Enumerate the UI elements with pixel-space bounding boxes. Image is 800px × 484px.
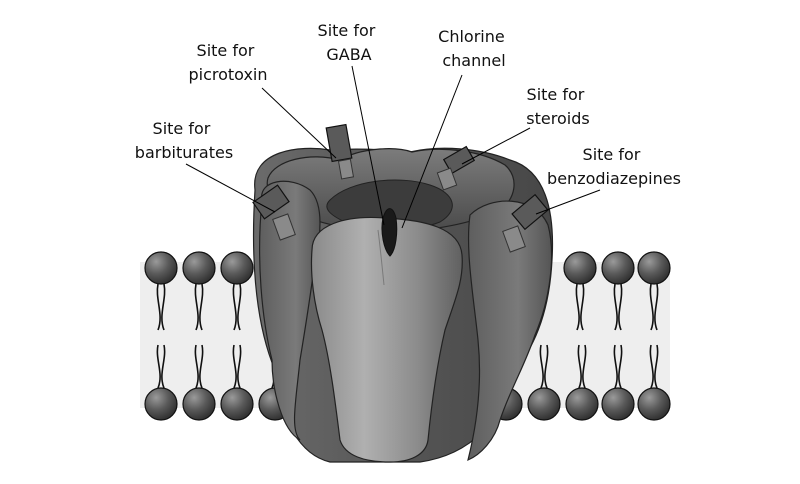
- label-chlorine-channel: Chlorine channel: [438, 27, 510, 70]
- leader-line-picrotoxin: [261, 87, 337, 159]
- binding-site-benzodiazepines: [502, 193, 549, 253]
- lipid-head: [637, 387, 671, 421]
- binding-site-barbiturates: [252, 184, 296, 241]
- lipid-head: [182, 387, 216, 421]
- lipid-head: [637, 251, 671, 285]
- lipid-tail: [613, 283, 618, 331]
- lipid-tail: [618, 283, 623, 331]
- lipid-tail: [577, 344, 582, 389]
- lipid-tail: [582, 344, 587, 389]
- label-gaba: Site for GABA: [318, 21, 381, 64]
- lipid-head: [601, 251, 635, 285]
- lipid-tail: [237, 344, 242, 389]
- lipid-tail: [618, 344, 623, 389]
- leader-line-benzodiazepines: [535, 189, 601, 215]
- lipid-head: [144, 387, 178, 421]
- receptor-pore-bowl: [326, 179, 453, 230]
- lipid-tail: [237, 283, 242, 331]
- lipid-tail: [539, 344, 544, 389]
- lipid-tail: [161, 344, 166, 389]
- gaba-receptor-protein: [252, 147, 554, 463]
- binding-site-picrotoxin: [325, 123, 355, 180]
- lipid-tail: [580, 283, 585, 331]
- lipid-head: [220, 251, 254, 285]
- lipid-tail: [654, 344, 659, 389]
- lipid-tail: [194, 344, 199, 389]
- lipid-head: [563, 251, 597, 285]
- label-picrotoxin: Site for picrotoxin: [188, 41, 267, 84]
- front-notch: [377, 229, 385, 286]
- label-steroids: Site for steroids: [526, 85, 589, 128]
- leader-line-gaba: [351, 65, 385, 226]
- label-benzodiazepines: Site for benzodiazepines: [547, 145, 681, 188]
- lipid-head: [527, 387, 561, 421]
- lipid-tail: [544, 344, 549, 389]
- lipid-tail: [232, 344, 237, 389]
- leader-line-steroids: [461, 127, 531, 165]
- lipid-tail: [156, 283, 161, 331]
- lipid-tail: [649, 283, 654, 331]
- label-barbiturates: Site for barbiturates: [135, 119, 233, 162]
- lipid-head: [565, 387, 599, 421]
- receptor-front-subunit: [310, 216, 463, 463]
- lipid-tail: [232, 283, 237, 331]
- lipid-tail: [575, 283, 580, 331]
- lipid-head: [144, 251, 178, 285]
- lipid-tail: [156, 344, 161, 389]
- lipid-tail: [194, 283, 199, 331]
- receptor-right-subunit: [467, 200, 553, 462]
- lipid-tail: [199, 344, 204, 389]
- lipid-tail: [654, 283, 659, 331]
- lipid-head: [220, 387, 254, 421]
- lipid-tail: [199, 283, 204, 331]
- chlorine-channel-opening: [381, 208, 398, 257]
- leader-line-chlorine: [401, 74, 463, 229]
- leader-line-barbiturates: [185, 163, 276, 213]
- lipid-tail: [613, 344, 618, 389]
- lipid-tail: [161, 283, 166, 331]
- lipid-heads: [144, 251, 671, 421]
- lipid-head: [601, 387, 635, 421]
- binding-site-steroids: [436, 145, 476, 191]
- receptor-left-subunit: [259, 180, 321, 441]
- lipid-tail: [649, 344, 654, 389]
- lipid-head: [182, 251, 216, 285]
